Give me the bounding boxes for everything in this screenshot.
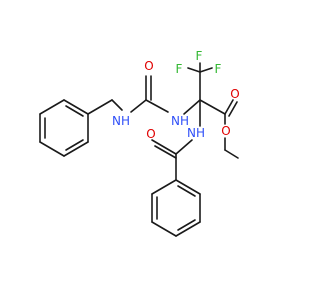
atom-o-benzoyl: O [146, 127, 155, 141]
bond-cf [199, 67, 213, 73]
bond [63, 99, 89, 115]
bond-amide-co [151, 139, 177, 155]
bond [63, 141, 89, 157]
atom-f-top-right: F [196, 49, 203, 63]
molecule-structure: O NH NH NH O O O F F F [39, 49, 240, 237]
bond [39, 99, 65, 115]
benzyl-phenyl-ring [39, 99, 89, 157]
bond [151, 221, 177, 237]
bond [151, 179, 177, 195]
atom-o-ester-methoxy: O [221, 124, 230, 138]
atom-nh-benzyl: NH [112, 114, 130, 128]
bond-amide-co-double [154, 145, 177, 159]
bond-methyl [224, 149, 239, 159]
atom-nh-urea: NH [171, 114, 189, 128]
bond-inner [65, 105, 84, 117]
bond-nh-benzoyl [175, 139, 193, 155]
bond [175, 221, 201, 237]
bond-ester-co-double [228, 101, 238, 117]
bond-benzyl-ch2 [87, 99, 113, 115]
bond-nh-carbonyl [130, 99, 147, 113]
atom-o-urea: O [144, 59, 153, 73]
atom-f-top-left: F [176, 62, 183, 76]
bond-carbonyl-nh [145, 99, 169, 113]
atom-o-ester-carbonyl: O [230, 87, 239, 101]
bond-cf [187, 67, 201, 73]
atom-nh-benzoyl: NH [187, 126, 205, 140]
atom-f-right: F [215, 62, 222, 76]
bond-inner [177, 219, 196, 231]
bond-nh-center [183, 99, 201, 115]
bond-ch2-nh [111, 99, 123, 111]
bond [175, 179, 201, 195]
bond-ester-co [224, 99, 234, 115]
bond [39, 141, 65, 157]
benzoyl-phenyl-ring [151, 179, 201, 237]
bond-inner [65, 139, 84, 151]
bond-center-ester [199, 99, 226, 115]
bond-inner [177, 185, 196, 197]
